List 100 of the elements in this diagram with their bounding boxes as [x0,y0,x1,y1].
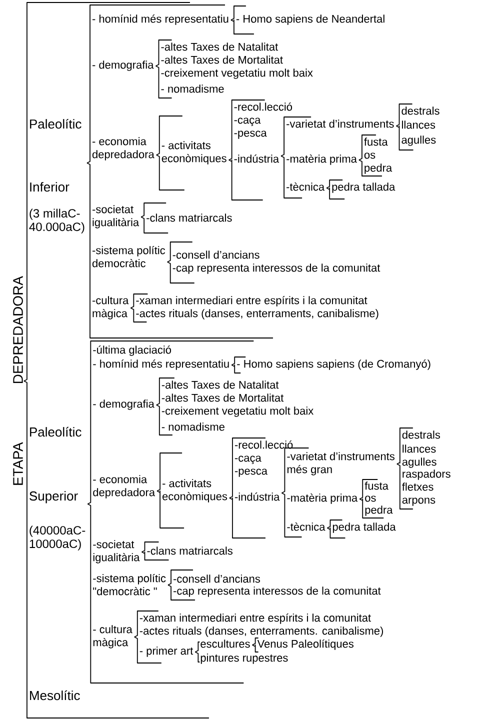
bracket [359,479,384,518]
vertical-title: ETAPA DEPREDADORA [13,276,23,485]
outline-item: -sistema polític "democràtic " [93,574,166,596]
outline-item: -consell d’ancians [174,574,260,583]
outline-item: -societat igualitària [92,205,140,228]
outline-item: Venus Paleolítiques [257,640,354,650]
outline-item: -tècnica [286,182,325,191]
bracket [194,642,200,662]
outline-item: - cultura màgica [93,625,132,648]
outline-item: destrals [402,430,440,439]
outline-item: pintures rupestres [200,654,288,664]
outline-item: -actes rituals (danses, enterraments. canibalisme) [140,626,383,637]
outline-item: -altes Taxes de Mortalitat [162,394,284,402]
outline-item: - economia depredadora [92,137,154,160]
outline-item: -societat igualitària [93,540,140,564]
outline-item: -varietat d’instruments més gran [287,452,394,476]
bracket [396,428,414,510]
bracket [230,6,254,34]
outline-item: llances [402,120,436,129]
outline-item: -altes Taxes de Mortalitat [161,56,283,64]
outline-item: llances [402,444,436,453]
outline-item: pedra tallada [332,522,396,533]
bracket [166,242,195,284]
outline-item: - nomadisme [161,84,224,93]
bracket [86,4,274,338]
outline-item: -pesca [234,468,268,477]
outline-item: -caça [234,118,261,126]
bracket [358,134,382,176]
bracket [134,610,162,664]
bracket [24,2,210,718]
outline-item: -recol.lecció [234,440,293,449]
outline-item: -matèria prima [287,494,358,504]
outline-item: - demografia [92,60,154,71]
bracket [396,104,414,150]
outline-item: - economia depredadora [93,475,156,498]
outline-item: -clans matriarcals [146,214,232,222]
bracket [141,542,170,560]
outline-item: -tècnica [287,522,326,531]
outline-item: fusta [364,138,388,146]
outline-item: pedra tallada [332,182,396,193]
bracket [326,180,346,200]
outline-item: - activitats econòmiques [162,141,226,164]
outline-item: pedra [364,164,392,174]
outline-item: - primer art [140,646,194,657]
outline-item: fusta [364,482,388,490]
bracket [281,448,310,538]
outline-item: -cap representa interessos de la comunitat [174,586,381,597]
outline-item: - Homo sapiens de Neandertal [236,14,384,25]
bracket [231,356,246,374]
bracket [130,294,148,322]
outline-item: -pesca [234,130,267,139]
bracket [155,40,172,98]
period-label: Paleolític Inferior (3 millaC- 40.000aC) [29,118,84,234]
bracket [156,452,184,528]
outline-item: fletxes [402,482,434,491]
outline-item: raspadors [402,470,450,480]
bracket [252,638,259,652]
outline-item: pedra [365,506,393,516]
outline-item: -caça [234,456,262,464]
outline-item: - homínid més representatiu [93,360,229,370]
bracket [156,378,175,436]
outline-item: -sistema polític democràtic [92,246,166,268]
bracket [168,570,196,600]
outline-item: - Homo sapiens sapiens (de Cromanyó) [237,360,430,370]
outline-item: - activitats econòmiques [162,479,228,502]
outline-item: -matèria prima [286,154,357,165]
bracket [140,202,169,234]
outline-item: -consell d’ancians [172,250,260,259]
outline-item: agulles [402,136,436,146]
bracket [280,116,312,198]
outline-item: os [365,496,376,502]
outline-item: - homínid més representatiu [92,14,228,25]
bracket [156,116,185,190]
outline-item: -recol.lecció [234,102,292,111]
period-label: Mesolític [30,690,80,700]
outline-item: escultures [200,640,250,648]
outline-item: -creixement vegetatiu molt baix [162,406,314,417]
outline-item: arpons [402,498,436,506]
bracket [229,438,266,538]
outline-item: -xaman intermediari entre espírits i la comunitat [136,296,368,306]
bracket [87,340,254,684]
outline-item: -indústria [234,492,280,501]
outline-item: -clans matriarcals [147,546,232,555]
outline-item: destrals [402,106,440,115]
outline-item: - demografia [93,400,154,410]
outline-item: -cultura màgica [92,296,129,320]
outline-item: -última glaciació [93,346,172,356]
outline-item: agulles [402,458,436,468]
outline-item: -altes Taxes de Natalitat [161,42,278,51]
period-label: Paleolític Superior (40000aC- 10000aC) [30,426,86,550]
outline-item: -xaman intermediari entre espírits i la comunitat [140,614,371,624]
outline-item: -indústria [234,154,280,163]
bracket [228,100,266,200]
outline-item: -cap representa interessos de la comunitat [172,264,380,274]
outline-item: -creixement vegetatiu molt baix [161,68,313,79]
outline-item: -actes rituals (danses, enterraments, canibalisme) [136,309,378,320]
outline-item: -varietat d’instruments [286,120,394,128]
outline-item: os [364,152,376,159]
outline-item: - nomadisme [162,422,224,431]
bracket [326,520,346,538]
